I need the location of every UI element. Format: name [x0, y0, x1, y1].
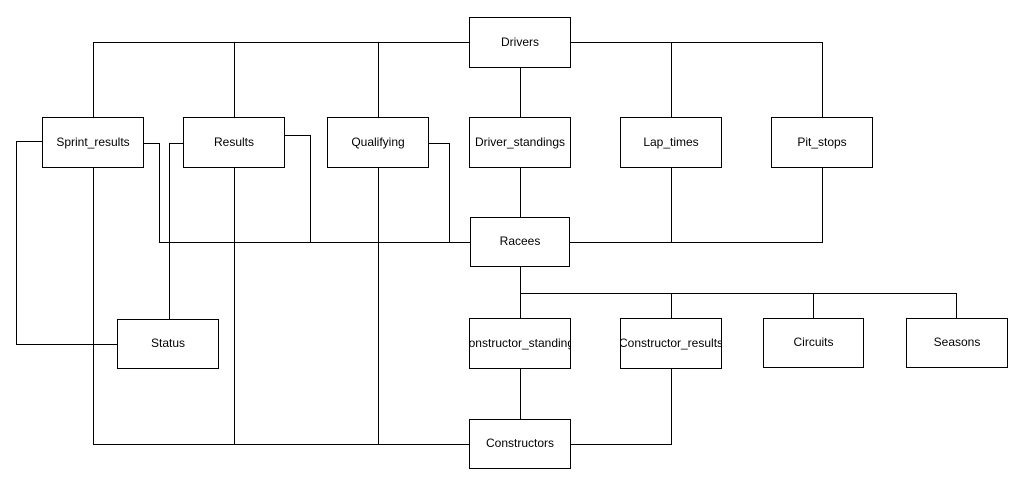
entity-qualifying[interactable]: Qualifying	[327, 117, 429, 168]
connector-results-to-racees	[285, 135, 311, 136]
entity-results[interactable]: Results	[183, 117, 285, 168]
entity-label-driver-standings: Driver_standings	[474, 134, 566, 149]
connector-racees-to-seasons	[956, 293, 957, 319]
connector-results-to-status	[169, 143, 170, 320]
connector-constructor-standings-to-constructors	[520, 369, 521, 420]
entity-label-constructor-standings: Constructor_standings	[469, 335, 570, 350]
connector-racees-to-constructor-results	[671, 293, 672, 319]
connector-qualifying-to-constructors	[378, 168, 379, 445]
connector-results-to-racees	[310, 135, 311, 243]
connector-results-to-status	[169, 143, 184, 144]
connector-drivers-to-sprint-results	[93, 42, 470, 43]
entity-label-constructors: Constructors	[485, 436, 555, 451]
connector-sprint-results-to-status	[16, 141, 43, 142]
entity-label-sprint-results: Sprint_results	[56, 134, 130, 149]
entity-constructors[interactable]: Constructors	[469, 419, 571, 469]
entity-label-racees: Racees	[499, 234, 541, 249]
connector-racees-to-seasons	[520, 293, 957, 294]
connector-lap-times-to-racees	[671, 168, 672, 243]
entity-label-seasons: Seasons	[933, 335, 981, 350]
connector-constructor-results-to-constructors	[671, 369, 672, 445]
connector-sprint-results-to-constructors	[93, 168, 94, 445]
entity-label-constructor-results: Constructor_results	[620, 335, 722, 350]
connector-drivers-to-pit-stops	[822, 42, 823, 118]
connector-driver-standings-to-racees	[520, 168, 521, 218]
connector-pit-stops-to-racees	[570, 242, 823, 243]
connector-drivers-to-sprint-results	[93, 42, 94, 118]
connector-drivers-to-driver-standings	[520, 68, 521, 118]
connector-racees-to-circuits	[813, 293, 814, 319]
connector-sprint-results-to-status	[16, 141, 17, 345]
connector-qualifying-to-racees	[449, 143, 450, 243]
connector-drivers-to-pit-stops	[571, 42, 823, 43]
connector-sprint-results-to-constructors	[93, 444, 470, 445]
connector-pit-stops-to-racees	[822, 168, 823, 243]
connector-sprint-results-to-racees	[159, 242, 471, 243]
connector-drivers-to-lap-times	[671, 42, 672, 118]
connector-drivers-to-qualifying	[378, 42, 379, 118]
connector-sprint-results-to-racees	[159, 143, 160, 243]
entity-label-status: Status	[150, 336, 186, 351]
connector-qualifying-to-racees	[429, 143, 450, 144]
entity-constructor-standings[interactable]: Constructor_standings	[469, 318, 571, 369]
connector-constructor-results-to-constructors	[571, 444, 672, 445]
entity-constructor-results[interactable]: Constructor_results	[620, 318, 722, 369]
entity-label-results: Results	[213, 134, 254, 149]
entity-racees[interactable]: Racees	[470, 217, 570, 267]
entity-sprint-results[interactable]: Sprint_results	[42, 117, 144, 168]
connector-drivers-to-results	[234, 42, 235, 118]
entity-pit-stops[interactable]: Pit_stops	[771, 117, 873, 168]
entity-seasons[interactable]: Seasons	[906, 318, 1008, 368]
entity-circuits[interactable]: Circuits	[763, 318, 864, 368]
entity-label-pit-stops: Pit_stops	[797, 134, 847, 149]
entity-lap-times[interactable]: Lap_times	[620, 117, 722, 168]
connector-sprint-results-to-status	[16, 344, 118, 345]
entity-label-qualifying: Qualifying	[351, 134, 405, 149]
connector-sprint-results-to-racees	[144, 143, 160, 144]
entity-driver-standings[interactable]: Driver_standings	[469, 117, 571, 168]
connector-results-to-constructors	[234, 168, 235, 445]
entity-label-circuits: Circuits	[793, 335, 834, 350]
entity-label-lap-times: Lap_times	[643, 134, 699, 149]
entity-drivers[interactable]: Drivers	[469, 17, 571, 68]
entity-status[interactable]: Status	[117, 319, 219, 369]
entity-label-drivers: Drivers	[501, 34, 539, 49]
